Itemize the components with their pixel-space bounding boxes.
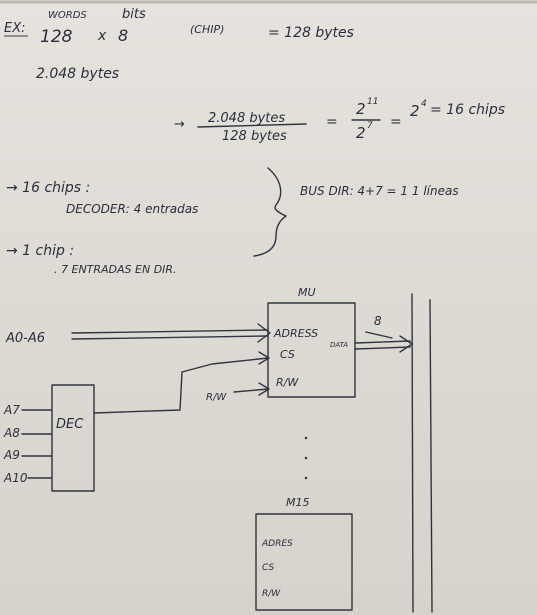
power-den-exp: 7 — [367, 121, 373, 131]
power-num: 2 — [356, 100, 366, 118]
decoder-label: DEC — [56, 417, 84, 432]
decoder-block — [51, 384, 95, 492]
data-bus-line-bottom — [354, 346, 411, 350]
bus-rail-right — [429, 299, 433, 613]
equals-2: = — [390, 114, 402, 130]
address-bus-arrowhead — [257, 323, 271, 343]
note-bus-dir: BUS DIR: 4+7 = 1 1 líneas — [300, 184, 459, 198]
equals-bytes: = 128 bytes — [268, 25, 354, 41]
fraction-bar — [197, 123, 307, 128]
power-result-exp: 4 — [421, 99, 427, 109]
chips-result: = 16 chips — [430, 102, 505, 118]
address-bus-line-bottom — [71, 335, 269, 340]
continuation-dot-1 — [304, 436, 308, 440]
cs-arrowhead — [258, 351, 270, 365]
dec-input-a10: A10 — [3, 471, 28, 485]
bus-rail-left — [411, 293, 414, 613]
power-den: 2 — [356, 124, 366, 142]
address-bus-label: A0-A6 — [5, 331, 45, 346]
curly-brace — [253, 167, 287, 257]
m15-title: M15 — [286, 496, 310, 509]
decoder-to-cs-wire — [93, 357, 269, 414]
mu-block — [267, 302, 356, 398]
dec-input-a9: A9 — [3, 448, 20, 462]
equals-1: = — [326, 114, 338, 130]
mu-title: MU — [298, 286, 316, 299]
dec-input-a7: A7 — [3, 403, 20, 417]
mu-port-cs: CS — [280, 348, 295, 361]
dec-input-a8: A8 — [3, 426, 20, 440]
data-bus-width-tick — [365, 331, 393, 339]
data-bus-width: 8 — [374, 314, 382, 328]
bits-header: bits — [122, 7, 146, 22]
division-arrow: → — [174, 117, 185, 132]
power-num-exp: 11 — [367, 97, 378, 107]
chip-label: (CHIP) — [190, 23, 224, 36]
example-label: EX: — [4, 21, 26, 36]
data-bus-line-top — [354, 340, 411, 344]
division-denominator: 128 bytes — [222, 129, 287, 144]
rw-input-wire — [233, 388, 269, 393]
division-numerator: 2.048 bytes — [208, 111, 285, 126]
note-decoder: DECODER: 4 entradas — [66, 202, 198, 216]
m15-port-adress: ADRES — [261, 539, 293, 549]
words-header: WORDS — [48, 10, 87, 21]
mu-port-rw: R/W — [276, 376, 299, 389]
rw-input-label: R/W — [206, 392, 227, 403]
rw-arrowhead — [258, 382, 270, 396]
total-bytes: 2.048 bytes — [36, 66, 119, 82]
mu-port-data: DATA — [330, 341, 348, 349]
note-entradas: . 7 ENTRADAS EN DIR. — [54, 263, 177, 276]
m15-port-cs: CS — [262, 563, 274, 573]
m15-block — [255, 513, 353, 611]
times-sign: x — [97, 28, 107, 44]
note-16-chips: → 16 chips : — [6, 180, 90, 196]
power-result: 2 — [410, 102, 420, 120]
continuation-dot-3 — [304, 476, 308, 480]
note-1-chip: → 1 chip : — [6, 243, 74, 259]
data-bus-arrowhead — [399, 335, 413, 353]
continuation-dot-2 — [304, 456, 308, 460]
bits-value: 8 — [118, 26, 128, 45]
address-bus-line-top — [71, 329, 269, 334]
m15-port-rw: R/W — [262, 589, 281, 599]
mu-port-adress: ADRESS — [273, 327, 318, 340]
words-value: 128 — [40, 27, 73, 47]
